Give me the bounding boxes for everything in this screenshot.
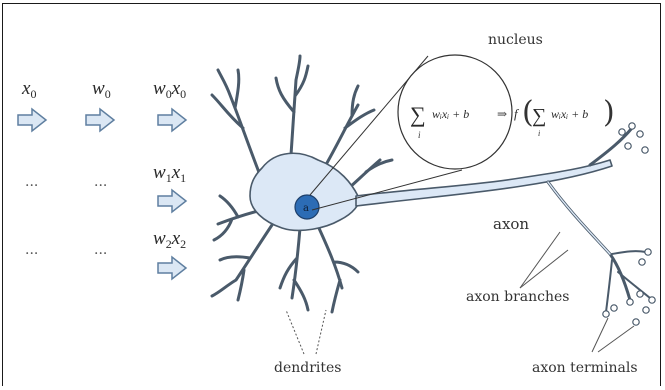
dendrites-label: dendrites bbox=[274, 360, 342, 376]
right-arrow-icon bbox=[158, 190, 186, 212]
outer-sum-symbol: ∑ bbox=[532, 105, 546, 127]
weight-w2-ellipsis: ··· bbox=[94, 246, 107, 262]
axon-label: axon bbox=[493, 215, 529, 233]
product-w2x2-label: w2x2 bbox=[153, 228, 186, 251]
weight-w0-label: w0 bbox=[92, 78, 111, 101]
weight-w1-ellipsis: ··· bbox=[94, 178, 107, 194]
axon-branches-group bbox=[548, 128, 650, 312]
axon-terminals-leader-2 bbox=[598, 326, 634, 352]
nucleus-shape: a bbox=[295, 195, 319, 219]
svg-text:a: a bbox=[303, 203, 309, 214]
axon-trunk bbox=[356, 160, 612, 206]
outer-sum-index: i bbox=[538, 129, 540, 138]
right-arrow-icon bbox=[158, 109, 186, 131]
axon-terminals-label: axon terminals bbox=[532, 360, 638, 376]
weighted-sum-expr: wᵢxᵢ + b bbox=[432, 107, 469, 121]
outer-weighted-sum-expr: wᵢxᵢ + b bbox=[551, 107, 588, 121]
right-arrow-icon bbox=[86, 109, 114, 131]
input-x1-ellipsis: ··· bbox=[25, 178, 38, 194]
right-arrow-icon bbox=[158, 257, 186, 279]
axon-branches-label: axon branches bbox=[466, 289, 569, 305]
product-w0x0-label: w0x0 bbox=[153, 78, 186, 101]
dendrites-leader-1 bbox=[286, 310, 304, 354]
product-w1x1-label: w1x1 bbox=[153, 162, 186, 185]
activation-function-f: f bbox=[514, 106, 520, 121]
implies-arrow: ⇒ bbox=[497, 107, 507, 121]
axon-branches-leader-2 bbox=[520, 232, 560, 288]
right-arrow-icon bbox=[18, 109, 46, 131]
sum-symbol: ∑ bbox=[410, 102, 426, 127]
axon-branches-leader-1 bbox=[520, 250, 568, 288]
nucleus-label: nucleus bbox=[488, 32, 543, 48]
input-x2-ellipsis: ··· bbox=[25, 246, 38, 262]
input-x0-label: x0 bbox=[21, 78, 36, 101]
paren-close: ) bbox=[603, 95, 615, 130]
dendrites-leader-2 bbox=[316, 310, 326, 354]
